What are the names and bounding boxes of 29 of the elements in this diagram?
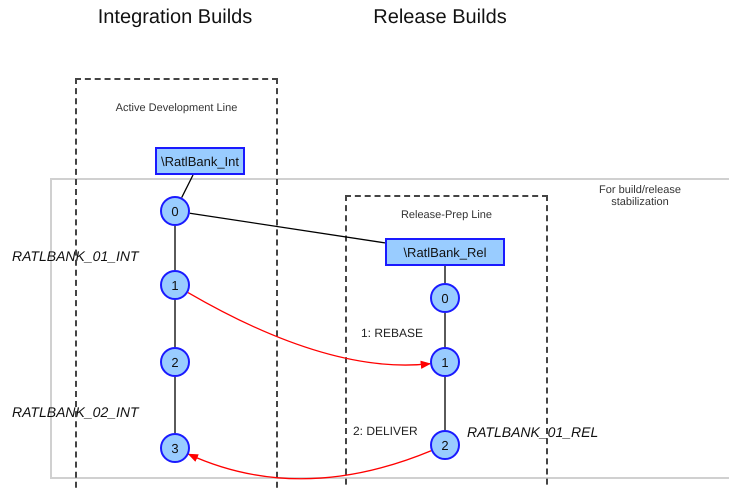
region-note: For build/release stabilization	[598, 184, 682, 208]
column-title: Integration Builds	[96, 5, 254, 29]
baseline-label: RATLBANK_01_INT	[12, 248, 139, 264]
stream-box: \RatlBank_Int	[155, 147, 245, 175]
baseline-circle: 2	[160, 347, 190, 377]
connector-line	[174, 226, 176, 270]
connector-line	[190, 212, 386, 244]
baseline-label: RATLBANK_01_REL	[467, 424, 598, 440]
connector-line	[444, 377, 446, 430]
baseline-circle: 3	[160, 433, 190, 463]
arrow	[188, 292, 432, 369]
group-heading: Release-Prep Line	[400, 209, 494, 221]
edge-label: 2: DELIVER	[352, 424, 419, 438]
arrow	[188, 450, 432, 480]
connector-line	[174, 377, 176, 433]
stream-box: \RatlBank_Rel	[385, 238, 505, 266]
baseline-circle: 1	[160, 270, 190, 300]
baseline-circle: 0	[430, 283, 460, 313]
connector-line	[444, 266, 446, 283]
edge-label: 1: REBASE	[360, 326, 424, 340]
baseline-circle: 0	[160, 196, 190, 226]
connector-line	[174, 300, 176, 347]
group-heading: Active Development Line	[114, 102, 238, 114]
column-title: Release Builds	[372, 5, 508, 29]
connector-line	[181, 174, 194, 198]
connector-line	[444, 313, 446, 347]
baseline-circle: 1	[430, 347, 460, 377]
baseline-circle: 2	[430, 430, 460, 460]
baseline-label: RATLBANK_02_INT	[12, 404, 139, 420]
